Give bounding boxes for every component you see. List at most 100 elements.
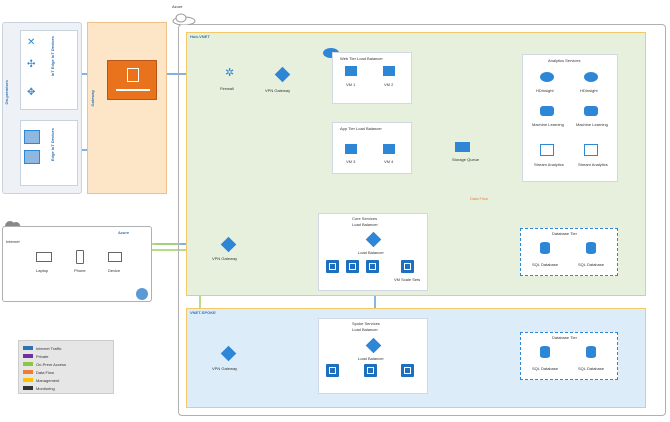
clients-tag: Azure bbox=[118, 230, 130, 235]
legend-swatch-3 bbox=[23, 370, 33, 374]
hdinsight-label-2: HDInsight bbox=[580, 88, 598, 93]
sql-icon-3 bbox=[540, 346, 550, 358]
phone-icon bbox=[76, 250, 84, 264]
stream-icon-2 bbox=[584, 144, 598, 156]
legend-row: Monitoring bbox=[23, 384, 109, 392]
ml-icon-2 bbox=[584, 106, 598, 116]
vpn-gateway-label-1: VPN Gateway bbox=[265, 88, 291, 93]
ml-icon-1 bbox=[540, 106, 554, 116]
legend-row: Internet Traffic bbox=[23, 344, 109, 352]
azure-region bbox=[178, 24, 666, 416]
legend-label-4: Management bbox=[36, 377, 60, 383]
sql-label-1: SQL Database bbox=[532, 262, 559, 267]
gateway-server-box[interactable] bbox=[107, 60, 157, 100]
iot-devices-card bbox=[20, 30, 78, 110]
spoke-sub: Load Balancer bbox=[352, 327, 378, 332]
legend-row: Management bbox=[23, 376, 109, 384]
stream-label-2: Stream Analytics bbox=[578, 162, 608, 167]
legend-swatch-0 bbox=[23, 346, 33, 350]
app-tier-title: App Tier Load Balancer bbox=[340, 126, 382, 131]
hdinsight-icon-1 bbox=[540, 72, 554, 82]
sql-label-2: SQL Database bbox=[578, 262, 605, 267]
sql-icon-4 bbox=[586, 346, 596, 358]
ml-label-1: Machine Learning bbox=[532, 122, 564, 127]
core-title: Core Services bbox=[352, 216, 378, 221]
puzzle-icon: ✣ bbox=[27, 59, 36, 70]
core-services-card bbox=[318, 213, 428, 291]
server-icon bbox=[127, 68, 139, 82]
db-tier-title-1: Database Tier bbox=[552, 231, 577, 236]
vmss-tile-2 bbox=[346, 260, 359, 273]
ml-label-2: Machine Learning bbox=[576, 122, 608, 127]
legend-label-1: Private bbox=[36, 353, 49, 359]
spoke-tile-1 bbox=[326, 364, 339, 377]
core-sub: Load Balancer bbox=[352, 222, 378, 227]
sql-icon-1 bbox=[540, 242, 550, 254]
firewall-icon[interactable]: ✲ bbox=[225, 67, 235, 79]
hdinsight-icon-2 bbox=[584, 72, 598, 82]
hub-vnet-label: Hub-VNET bbox=[190, 34, 210, 39]
analytics-card bbox=[522, 54, 618, 182]
legend-row: On-Prem Access bbox=[23, 360, 109, 368]
internet-panel bbox=[2, 226, 152, 302]
gateway-column bbox=[87, 22, 167, 194]
legend-swatch-1 bbox=[23, 354, 33, 358]
vm3-label: VM 3 bbox=[346, 159, 356, 164]
hub-icon: ✥ bbox=[27, 87, 36, 98]
edge-devices-label: Edge IoT Devices bbox=[50, 128, 55, 162]
vmss-tile-4 bbox=[401, 260, 414, 273]
hdinsight-label-1: HDInsight bbox=[536, 88, 554, 93]
vm-monitor-icon-3 bbox=[345, 144, 357, 154]
stream-icon-1 bbox=[540, 144, 554, 156]
vm4-label: VM 4 bbox=[384, 159, 394, 164]
legend-label-3: Data Flow bbox=[36, 369, 55, 375]
db-tier-title-2: Database Tier bbox=[552, 335, 577, 340]
legend-swatch-4 bbox=[23, 378, 33, 382]
legend: Internet Traffic Private On-Prem Access … bbox=[18, 340, 114, 394]
vmss-tile-1 bbox=[326, 260, 339, 273]
legend-row: Data Flow bbox=[23, 368, 109, 376]
db-tier-card-1 bbox=[520, 228, 618, 276]
firewall-label: Firewall bbox=[220, 86, 234, 91]
edge-device-icon bbox=[24, 130, 40, 144]
legend-row: Private bbox=[23, 352, 109, 360]
analytics-title: Analytics Services bbox=[548, 58, 581, 63]
stream-label-1: Stream Analytics bbox=[534, 162, 564, 167]
spoke-title: Spoke Services bbox=[352, 321, 380, 326]
legend-swatch-5 bbox=[23, 386, 33, 390]
web-tier-title: Web Tier Load Balancer bbox=[340, 56, 383, 61]
db-tier-card-2 bbox=[520, 332, 618, 380]
legend-swatch-2 bbox=[23, 362, 33, 366]
vm-monitor-icon-2 bbox=[383, 66, 395, 76]
laptop-label: Laptop bbox=[36, 268, 49, 273]
vmss-label: VM Scale Sets bbox=[394, 277, 421, 282]
cloud-icon bbox=[172, 13, 196, 25]
user-icon bbox=[136, 288, 148, 300]
storage-queue-label: Storage Queue bbox=[452, 157, 480, 162]
legend-label-2: On-Prem Access bbox=[36, 361, 67, 367]
web-tier-card bbox=[332, 52, 412, 104]
vm-monitor-icon-1 bbox=[345, 66, 357, 76]
iot-devices-label: IoT Edge IoT Devices bbox=[50, 36, 55, 77]
core-lb-label: Load Balancer bbox=[358, 250, 384, 255]
gateway-label: Gateway bbox=[90, 90, 95, 107]
legend-label-0: Internet Traffic bbox=[36, 345, 62, 351]
laptop-icon bbox=[36, 252, 52, 262]
device-label: Device bbox=[108, 268, 121, 273]
sql-icon-2 bbox=[586, 242, 596, 254]
legend-label-5: Monitoring bbox=[36, 385, 55, 391]
edge-device-icon-2 bbox=[24, 150, 40, 164]
phone-label: Phone bbox=[74, 268, 86, 273]
sql-label-3: SQL Database bbox=[532, 366, 559, 371]
vpn-gateway-label-3: VPN Gateway bbox=[212, 366, 238, 371]
device-icon bbox=[108, 252, 122, 262]
vmss-tile-3 bbox=[366, 260, 379, 273]
region-title: Azure bbox=[172, 4, 183, 9]
vpn-gateway-label-2: VPN Gateway bbox=[212, 256, 238, 261]
gateway-box-text bbox=[116, 89, 150, 91]
wrench-icon: ✕ bbox=[27, 37, 36, 48]
spoke-tile-3 bbox=[401, 364, 414, 377]
spoke-vnet-label: VNET-SPOKE bbox=[190, 310, 216, 315]
spoke-lb-label: Load Balancer bbox=[358, 356, 384, 361]
vm2-label: VM 2 bbox=[384, 82, 394, 87]
